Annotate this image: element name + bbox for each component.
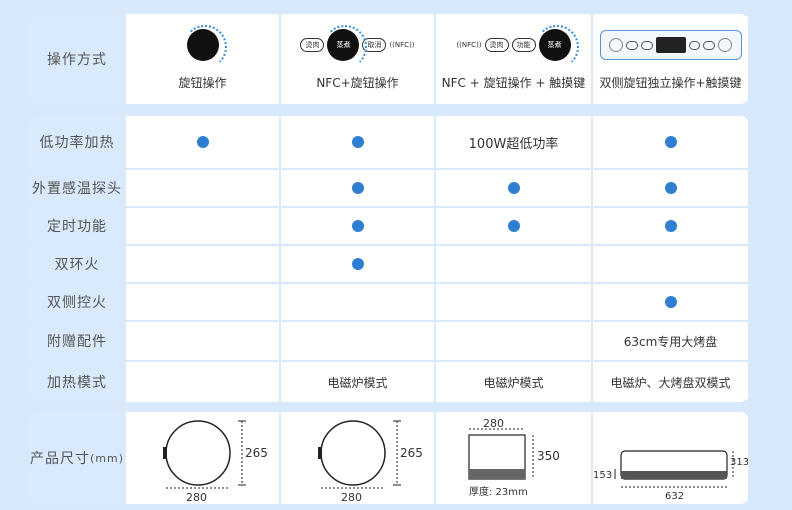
operation-block: 操作方式 旋钮操作 烫肉 蒸煮 取消 ((NFC)) NFC+旋钮操作 ((NF… [28, 14, 750, 104]
cell [434, 208, 591, 244]
cell [591, 208, 748, 244]
function-pill-icon: 功能 [511, 38, 536, 52]
feature-dot [351, 258, 364, 270]
operation-text-4: 双侧旋钮独立操作+触摸键 [599, 76, 742, 90]
cell [591, 170, 748, 206]
cell: 电磁炉模式 [279, 362, 434, 402]
nfc-icon: ((NFC)) [456, 41, 482, 49]
cell [126, 322, 279, 360]
row-label-double-ring: 双环火 [28, 246, 126, 282]
cell [434, 170, 591, 206]
svg-text:280: 280 [186, 491, 207, 503]
size-cell-3: 280 350 厚度: 23mm [434, 412, 591, 504]
square-cooktop-diagram: 280 350 厚度: 23mm [467, 417, 560, 498]
feature-dot [664, 296, 677, 308]
size-cell-1: 265 280 [126, 412, 279, 504]
size-block: 产品尺寸(mm) 265 280 265 [28, 412, 750, 504]
operation-text-1: 旋钮操作 [178, 76, 227, 90]
knob-icon: 蒸煮 [323, 25, 368, 69]
cell [434, 322, 591, 360]
feature-dot [351, 182, 364, 194]
operation-cell-3: ((NFC)) 烫肉 功能 蒸煮 NFC + 旋钮操作 + 触摸键 [434, 14, 591, 104]
feature-dot [507, 182, 520, 194]
svg-text:153: 153 [593, 470, 612, 481]
feature-dot [351, 220, 364, 232]
feature-dot [196, 136, 209, 148]
cell [591, 246, 748, 282]
nfc-icon: ((NFC)) [389, 41, 415, 49]
cell [279, 284, 434, 320]
feature-dot [664, 182, 677, 194]
feature-dot [664, 220, 677, 232]
cell [279, 208, 434, 244]
cell [279, 246, 434, 282]
griddle-diagram: 153 313 632 [593, 450, 748, 502]
row-probe: 外置感温探头 [28, 170, 750, 206]
cell [279, 116, 434, 168]
cell [279, 322, 434, 360]
round-cooktop-diagram: 265 280 [317, 420, 423, 503]
cell [591, 284, 748, 320]
operation-text-3: NFC + 旋钮操作 + 触摸键 [441, 76, 586, 90]
row-label-timer: 定时功能 [28, 208, 126, 244]
cell [126, 246, 279, 282]
cell [126, 116, 279, 168]
svg-text:265: 265 [245, 446, 268, 460]
row-label-accessory: 附赠配件 [28, 322, 126, 360]
row-label-probe: 外置感温探头 [28, 170, 126, 206]
cell [126, 362, 279, 402]
cell: 100W超低功率 [434, 116, 591, 168]
cell [434, 246, 591, 282]
cell [126, 170, 279, 206]
row-dual-control: 双侧控火 [28, 284, 750, 320]
row-accessory: 附赠配件 63cm专用大烤盘 [28, 322, 750, 360]
row-low-power: 低功率加热 100W超低功率 [28, 116, 750, 168]
operation-text-2: NFC+旋钮操作 [316, 76, 399, 90]
svg-text:313: 313 [730, 457, 748, 468]
cell: 63cm专用大烤盘 [591, 322, 748, 360]
row-label-operation: 操作方式 [28, 14, 126, 104]
feature-dot [351, 136, 364, 148]
mode-pill-icon: 烫肉 [300, 38, 325, 52]
row-label-low-power: 低功率加热 [28, 116, 126, 168]
cell [126, 284, 279, 320]
svg-text:厚度: 23mm: 厚度: 23mm [469, 485, 528, 498]
row-heat-mode: 加热模式 电磁炉模式 电磁炉模式 电磁炉、大烤盘双模式 [28, 362, 750, 402]
mode-pill-icon: 烫肉 [484, 38, 509, 52]
feature-dot [664, 136, 677, 148]
svg-text:350: 350 [537, 449, 560, 463]
control-panel-icon [599, 30, 742, 60]
size-cell-2: 265 280 [279, 412, 434, 504]
feature-dot [507, 220, 520, 232]
row-label-dual-control: 双侧控火 [28, 284, 126, 320]
operation-cell-2: 烫肉 蒸煮 取消 ((NFC)) NFC+旋钮操作 [279, 14, 434, 104]
operation-cell-4: 双侧旋钮独立操作+触摸键 [591, 14, 748, 104]
size-cell-4: 153 313 632 [591, 412, 748, 504]
row-timer: 定时功能 [28, 208, 750, 244]
svg-text:265: 265 [400, 446, 423, 460]
svg-text:632: 632 [665, 491, 684, 502]
svg-text:280: 280 [483, 417, 504, 430]
cell [434, 284, 591, 320]
row-label-heat-mode: 加热模式 [28, 362, 126, 402]
operation-cell-1: 旋钮操作 [126, 14, 279, 104]
row-label-size: 产品尺寸(mm) [28, 412, 126, 504]
cell [591, 116, 748, 168]
row-double-ring: 双环火 [28, 246, 750, 282]
cell: 电磁炉模式 [434, 362, 591, 402]
round-cooktop-diagram: 265 280 [162, 420, 268, 503]
features-block: 低功率加热 100W超低功率 外置感温探头 定时功能 双环火 双侧控火 [28, 116, 750, 402]
knob-icon: 蒸煮 [534, 25, 579, 69]
cell: 电磁炉、大烤盘双模式 [591, 362, 748, 402]
cell [279, 170, 434, 206]
svg-text:280: 280 [341, 491, 362, 503]
cell [126, 208, 279, 244]
knob-icon [182, 25, 227, 69]
